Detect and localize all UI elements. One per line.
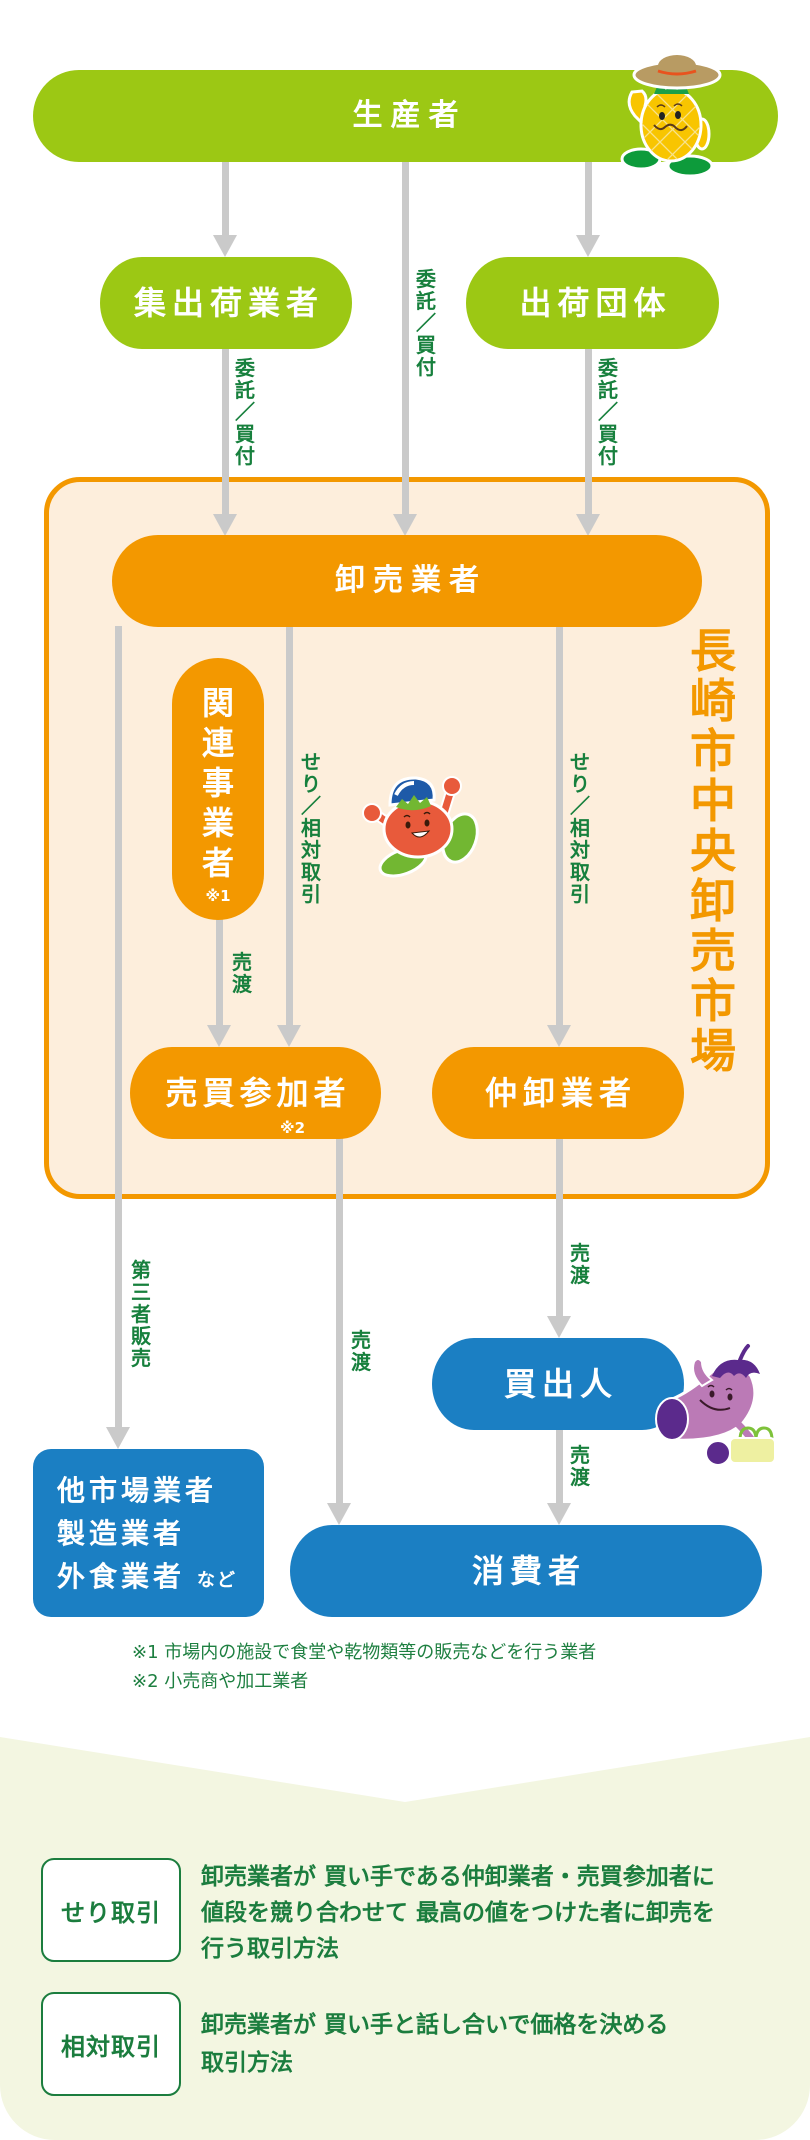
connector-line — [335, 1138, 343, 1505]
trade-participant-label: 売買参加者 — [165, 1074, 351, 1112]
flow-label-intermediate-to-buyer: 売渡 — [570, 1241, 590, 1287]
glossary-term-negotiated-label: 相対取引 — [61, 2032, 161, 2061]
arrowhead-icon — [547, 1025, 571, 1047]
buyer-label: 買出人 — [503, 1365, 618, 1403]
footnotes: ※1 市場内の施設で食堂や乾物類等の販売などを行う業者 ※2 小売商や加工業者 — [132, 1638, 596, 1696]
others-suffix: など — [197, 1570, 238, 1591]
connector-line — [555, 1429, 563, 1505]
market-name: 長崎市中央卸売市場 — [690, 624, 736, 1078]
glossary-desc-line: 卸売業者が 買い手である仲卸業者・売買参加者に — [201, 1864, 715, 1890]
arrowhead-icon — [393, 514, 417, 536]
producer-label: 生産者 — [352, 98, 467, 133]
footnote-2: ※2 小売商や加工業者 — [132, 1671, 309, 1692]
arrow-producer-to-collector — [213, 162, 237, 257]
arrow-shipping-org-to-wholesaler — [576, 348, 600, 536]
pineapple-mascot-icon — [620, 55, 722, 178]
intermediate-wholesaler-label: 仲卸業者 — [484, 1074, 637, 1112]
others-line-food-service-text: 外食業者 — [57, 1560, 186, 1593]
arrowhead-icon — [106, 1427, 130, 1449]
connector-line — [285, 626, 293, 1027]
flow-label-wholesaler-to-participant: せり／相対取引 — [301, 750, 321, 906]
flow-label-participant-to-consumer: 売渡 — [351, 1328, 371, 1374]
glossary-term-negotiated: 相対取引 — [41, 1992, 181, 2096]
buyer-node: 買出人 — [432, 1338, 684, 1430]
arrow-related-to-participant — [207, 918, 231, 1047]
eggplant-mascot-icon — [655, 1344, 776, 1466]
connector-line — [221, 348, 229, 516]
arrow-wholesaler-to-intermediate — [547, 626, 571, 1047]
arrow-wholesaler-to-others — [106, 626, 130, 1449]
related-business-note: ※1 — [205, 887, 231, 905]
collector-node: 集出荷業者 — [100, 257, 352, 349]
wholesaler-label: 卸売業者 — [335, 563, 487, 598]
shipping-org-label: 出荷団体 — [519, 284, 672, 322]
connector-line — [221, 162, 229, 237]
trade-participant-node: 売買参加者 ※2 — [130, 1047, 381, 1139]
glossary-term-auction: せり取引 — [41, 1858, 181, 1962]
others-line-other-markets: 他市場業者 — [57, 1474, 218, 1507]
wholesaler-node: 卸売業者 — [112, 535, 702, 627]
arrow-producer-to-shipping-org — [576, 162, 600, 257]
tomato-mascot-icon — [362, 776, 479, 878]
arrowhead-icon — [213, 514, 237, 536]
arrowhead-icon — [207, 1025, 231, 1047]
connector-line — [401, 162, 409, 516]
connector-line — [114, 626, 122, 1429]
arrowhead-icon — [547, 1503, 571, 1525]
flow-label-collector-to-wholesaler: 委託／買付 — [235, 356, 255, 468]
related-business-label: 関連事業者 — [201, 684, 234, 882]
arrow-producer-to-wholesaler — [393, 162, 417, 536]
glossary-desc-auction: 卸売業者が 買い手である仲卸業者・売買参加者に 値段を競り合わせて 最高の値をつ… — [201, 1859, 715, 1967]
flow-label-wholesaler-to-others: 第三者販売 — [131, 1258, 151, 1370]
connector-line — [584, 162, 592, 237]
glossary-desc-line: 取引方法 — [201, 2050, 293, 2076]
related-business-node: 関連事業者 ※1 — [172, 658, 264, 920]
arrowhead-icon — [327, 1503, 351, 1525]
glossary-desc-line: 値段を競り合わせて 最高の値をつけた者に卸売を — [201, 1900, 716, 1926]
flow-label-related-to-participant: 売渡 — [232, 950, 252, 996]
shipping-org-node: 出荷団体 — [466, 257, 719, 349]
arrow-buyer-to-consumer — [547, 1429, 571, 1525]
intermediate-wholesaler-node: 仲卸業者 — [432, 1047, 684, 1139]
arrowhead-icon — [547, 1316, 571, 1338]
connector-line — [584, 348, 592, 516]
glossary-desc-line: 行う取引方法 — [201, 1936, 339, 1962]
connector-line — [555, 1138, 563, 1318]
other-businesses-node: 他市場業者 製造業者 外食業者など — [33, 1449, 264, 1617]
consumer-label: 消費者 — [471, 1552, 586, 1590]
consumer-node: 消費者 — [290, 1525, 762, 1617]
arrow-collector-to-wholesaler — [213, 348, 237, 536]
footnote-1: ※1 市場内の施設で食堂や乾物類等の販売などを行う業者 — [132, 1642, 597, 1663]
arrow-wholesaler-to-participant — [277, 626, 301, 1047]
flow-label-buyer-to-consumer: 売渡 — [570, 1443, 590, 1489]
flow-label-producer-to-wholesaler: 委託／買付 — [416, 267, 436, 379]
trade-participant-note: ※2 — [280, 1119, 306, 1137]
arrowhead-icon — [576, 235, 600, 257]
arrowhead-icon — [213, 235, 237, 257]
flow-label-shipping-org-to-wholesaler: 委託／買付 — [598, 356, 618, 468]
connector-line — [555, 626, 563, 1027]
arrow-intermediate-to-buyer — [547, 1138, 571, 1338]
chevron-down-notch-icon — [0, 1737, 810, 1802]
connector-line — [215, 918, 223, 1027]
arrow-participant-to-consumer — [327, 1138, 351, 1525]
glossary-desc-negotiated: 卸売業者が 買い手と話し合いで価格を決める 取引方法 — [201, 2006, 668, 2082]
collector-label: 集出荷業者 — [133, 284, 324, 322]
arrowhead-icon — [277, 1025, 301, 1047]
glossary-term-auction-label: せり取引 — [61, 1898, 161, 1927]
others-line-manufacturers: 製造業者 — [57, 1517, 186, 1550]
arrowhead-icon — [576, 514, 600, 536]
glossary-desc-line: 卸売業者が 買い手と話し合いで価格を決める — [201, 2012, 669, 2038]
others-line-food-service: 外食業者など — [57, 1555, 264, 1602]
flow-label-wholesaler-to-intermediate: せり／相対取引 — [570, 750, 590, 906]
